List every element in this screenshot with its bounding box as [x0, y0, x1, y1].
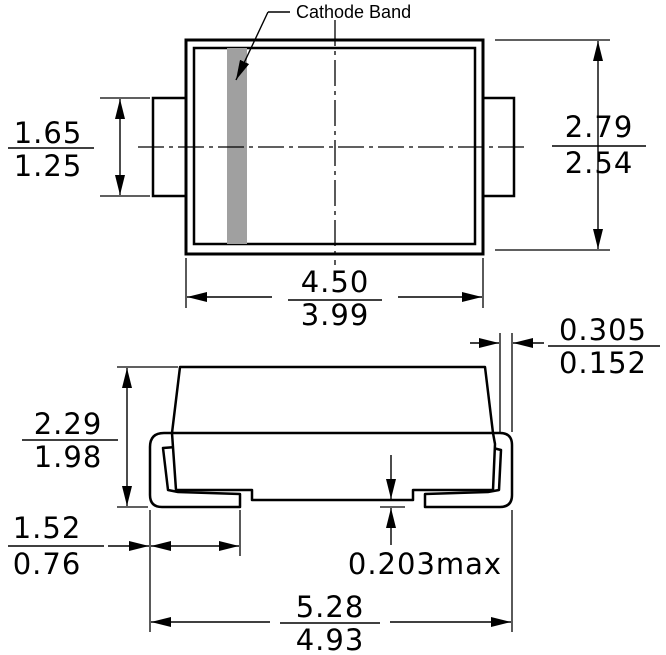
lead-thickness-max: 0.305 — [559, 313, 647, 347]
lead-thickness-min: 0.152 — [559, 346, 647, 380]
lead-height-max: 1.65 — [14, 116, 83, 150]
side-right-lead — [423, 431, 514, 509]
overall-length-max: 5.28 — [296, 590, 365, 624]
cathode-leader — [235, 11, 269, 81]
lead-height-min: 1.25 — [14, 149, 83, 183]
body-length-max: 4.50 — [301, 265, 370, 299]
cathode-band-label: Cathode Band — [296, 2, 411, 22]
foot-length-max: 1.52 — [13, 511, 82, 545]
overall-length-min: 4.93 — [296, 623, 365, 655]
body-height-min: 2.54 — [565, 146, 634, 180]
foot-length-min: 0.76 — [13, 547, 82, 581]
standoff-label: 0.203max — [348, 547, 502, 581]
side-view: 0.305 0.152 2.29 1.98 0.203max 1.52 0.76… — [8, 313, 660, 655]
side-left-lead — [148, 431, 242, 509]
body-length-min: 3.99 — [301, 298, 370, 332]
top-view: Cathode Band 1.65 1.25 2.79 2.54 4.50 3.… — [8, 2, 646, 332]
overall-height-min: 1.98 — [34, 440, 103, 474]
cathode-band — [227, 48, 247, 244]
overall-height-max: 2.29 — [34, 407, 103, 441]
body-height-max: 2.79 — [565, 110, 634, 144]
